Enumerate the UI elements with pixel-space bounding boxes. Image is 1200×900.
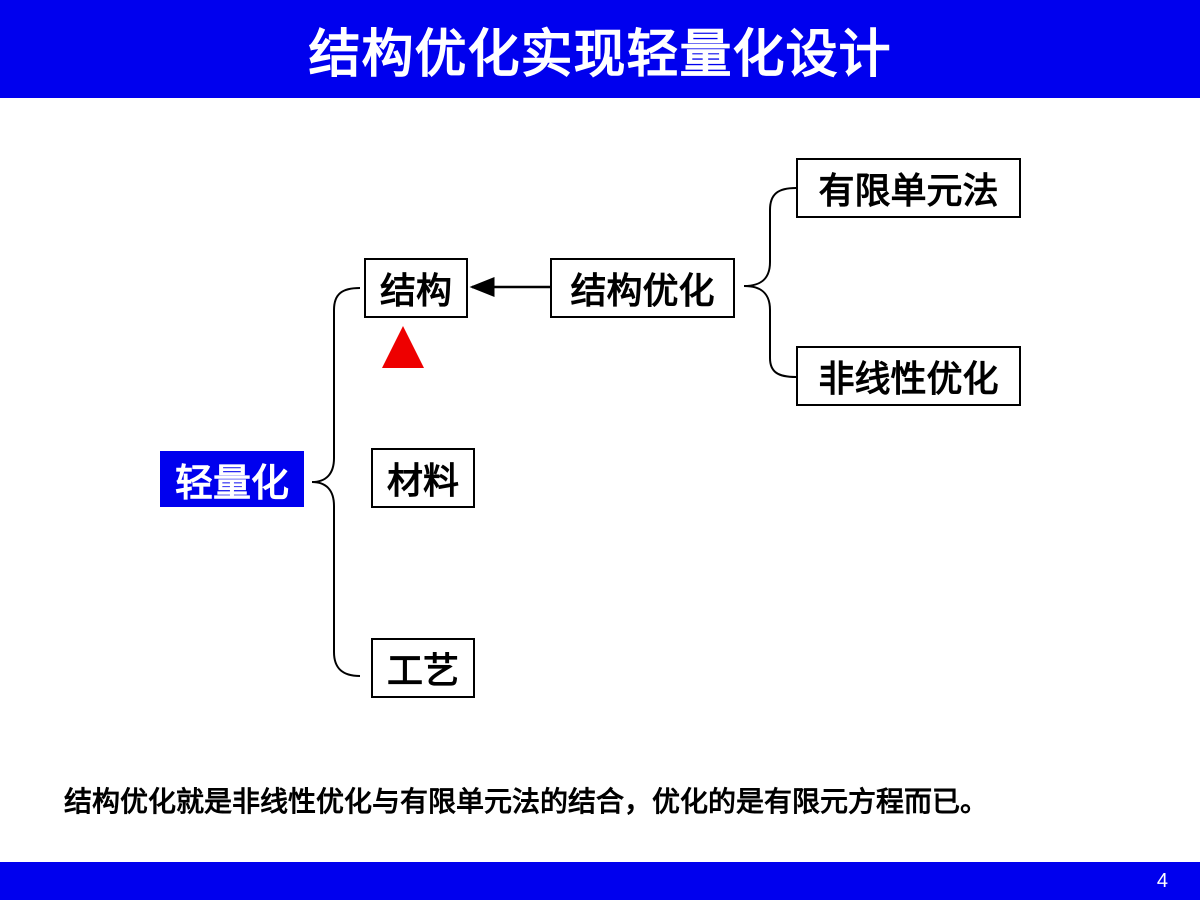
branch-node-material: 材料: [371, 448, 475, 508]
branch-node-structure: 结构: [364, 258, 468, 318]
slide-title: 结构优化实现轻量化设计: [308, 24, 892, 85]
node-nonlinear-optimization: 非线性优化: [796, 346, 1021, 406]
branch-node-process: 工艺: [371, 638, 475, 698]
red-triangle-marker: [382, 326, 424, 368]
root-node-lightweight: 轻量化: [160, 451, 304, 507]
footer-bar: 4: [0, 862, 1200, 900]
page-number: 4: [1156, 870, 1168, 892]
root-brace: [311, 287, 361, 677]
title-bar: 结构优化实现轻量化设计: [0, 0, 1200, 98]
node-structural-optimization: 结构优化: [550, 258, 735, 318]
conclusion-text: 结构优化就是非线性优化与有限单元法的结合，优化的是有限元方程而已。: [64, 785, 989, 818]
node-finite-element-method: 有限单元法: [796, 158, 1021, 218]
optimization-brace: [743, 187, 797, 378]
